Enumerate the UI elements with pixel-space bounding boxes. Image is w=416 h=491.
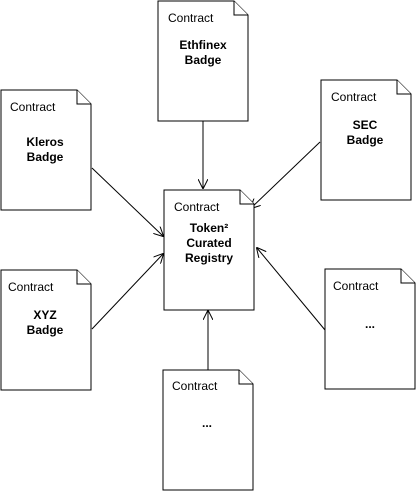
contract-type-label: Contract (172, 379, 218, 393)
arrow-sec-to-registry (251, 141, 321, 208)
contract-name: ... (365, 317, 375, 331)
folded-corner (238, 370, 253, 385)
folded-corner (239, 190, 254, 205)
badge-name-line-2: Badge (347, 133, 384, 147)
folded-corner (76, 90, 91, 105)
document-shape (0, 89, 92, 211)
contract-name: ... (202, 416, 212, 430)
contract-type-label: Contract (174, 200, 220, 214)
document-shape (324, 268, 416, 390)
registry-name-line-3: Registry (185, 251, 233, 265)
xyz-badge-contract: Contract XYZ Badge (0, 269, 92, 391)
arrow-xyz-to-registry (91, 254, 163, 330)
badge-name-line-2: Badge (27, 323, 64, 337)
badge-name-line-2: Badge (27, 150, 64, 164)
badge-name-line-2: Badge (185, 53, 222, 67)
registry-name-line-2: Curated (186, 236, 231, 250)
document-shape (320, 79, 412, 201)
badge-name-line-1: Kleros (26, 135, 64, 149)
document-shape (157, 0, 249, 122)
folded-corner (233, 1, 248, 16)
contract-type-label: Contract (168, 11, 214, 25)
right-ellipsis-contract: Contract ... (324, 268, 416, 390)
registry-name-line-1: Token² (190, 221, 228, 235)
arrow-kleros-to-registry (91, 167, 163, 236)
badge-name-line-1: XYZ (33, 308, 56, 322)
token-curated-registry-contract: Contract Token² Curated Registry (163, 189, 255, 311)
folded-corner (76, 270, 91, 285)
kleros-badge-contract: Contract Kleros Badge (0, 89, 92, 211)
sec-badge-contract: Contract SEC Badge (320, 79, 412, 201)
contract-type-label: Contract (10, 100, 56, 114)
document-shape (0, 269, 92, 391)
bottom-ellipsis-contract: Contract ... (162, 369, 254, 491)
contract-type-label: Contract (8, 280, 54, 294)
folded-corner (400, 269, 415, 284)
arrow-right-more-to-registry (257, 248, 326, 331)
document-shape (162, 369, 254, 491)
folded-corner (396, 80, 411, 95)
contract-type-label: Contract (333, 279, 379, 293)
document-shape (163, 189, 255, 311)
ethfinex-badge-contract: Contract Ethfinex Badge (157, 0, 249, 122)
contract-type-label: Contract (331, 90, 377, 104)
connector-arrows (91, 121, 326, 370)
badge-name-line-1: SEC (353, 118, 378, 132)
badge-name-line-1: Ethfinex (179, 38, 227, 52)
